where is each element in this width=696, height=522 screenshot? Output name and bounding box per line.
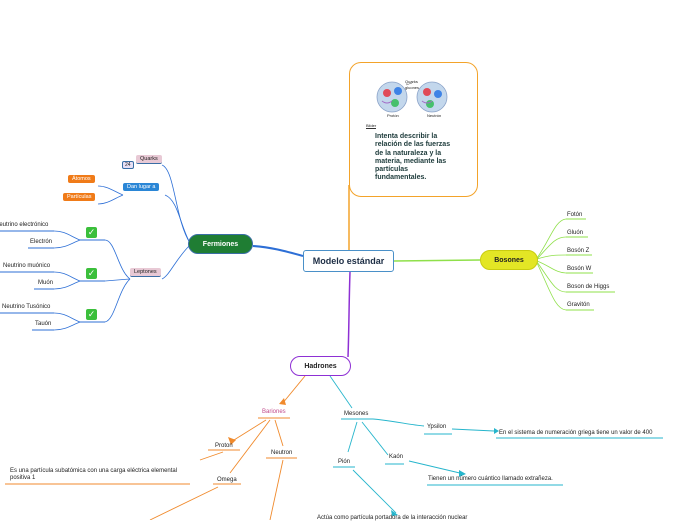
checkmark-icon: ✓ [86,309,97,320]
dan-lugar-node[interactable]: Dan lugar a [123,183,160,191]
boson-w[interactable]: Bosón W [567,266,592,272]
ypsilon-description: En el sistema de numeración griega tiene… [499,430,653,436]
kaon-description: Tienen un número cuántico llamado extrañ… [428,476,553,482]
checkmark-icon: ✓ [86,268,97,279]
neutron-node[interactable]: Neutron [271,450,293,456]
lepton-electron[interactable]: Electrón [30,239,53,245]
omega-node[interactable]: Omega [217,477,237,483]
callout-description-text: Intenta describir la relación de las fue… [375,133,451,182]
bariones-node[interactable]: Bariones [262,409,286,415]
kaon-node[interactable]: Kaón [389,454,404,460]
quarks-node[interactable]: Quarks [136,155,162,164]
particulas-node[interactable]: Partículas [63,193,96,201]
fermiones-node[interactable]: Fermiones [188,234,253,254]
boson-gluon[interactable]: Gluón [567,230,584,236]
proton-neutron-image [376,81,448,113]
image-label-gluons: gluones [405,85,420,90]
central-topic[interactable]: Modelo estándar [303,250,394,272]
quarks-badge: 24 [122,161,134,169]
boson-foton[interactable]: Fotón [567,212,583,218]
lepton-neutrino-muonico[interactable]: Neutrino muónico [3,263,51,269]
boson-higgs[interactable]: Boson de Higgs [567,284,610,290]
atomos-node[interactable]: Átomos [68,175,95,183]
boson-z[interactable]: Bosón Z [567,248,590,254]
lepton-tauon[interactable]: Tauón [35,321,52,327]
lepton-muon[interactable]: Muón [38,280,54,286]
checkmark-icon: ✓ [86,227,97,238]
lepton-neutrino-electronico[interactable]: Neutrino electrónico [0,222,49,228]
pion-node[interactable]: Pión [338,459,351,465]
ypsilon-node[interactable]: Ypsilon [427,424,447,430]
image-label-quarks: Quarks [405,79,418,84]
bosones-node[interactable]: Bosones [480,250,538,270]
hadrones-node[interactable]: Hadrones [290,356,351,376]
description-callout[interactable] [349,62,478,197]
image-label-neutron: Neutrón [427,113,442,118]
pion-description: Actúa como partícula portadora de la int… [317,515,468,521]
leptones-node[interactable]: Leptones [130,268,161,277]
lepton-neutrino-tusonico[interactable]: Neutrino Tusónico [2,304,51,310]
proton-node[interactable]: Proton [215,443,233,449]
image-label-proton: Protón [387,113,399,118]
mesones-node[interactable]: Mesones [344,411,369,417]
boson-graviton[interactable]: Gravitón [567,302,590,308]
proton-description: Es una partícula subatómica con una carg… [10,468,178,481]
image-author-label: Bilder [366,123,377,129]
